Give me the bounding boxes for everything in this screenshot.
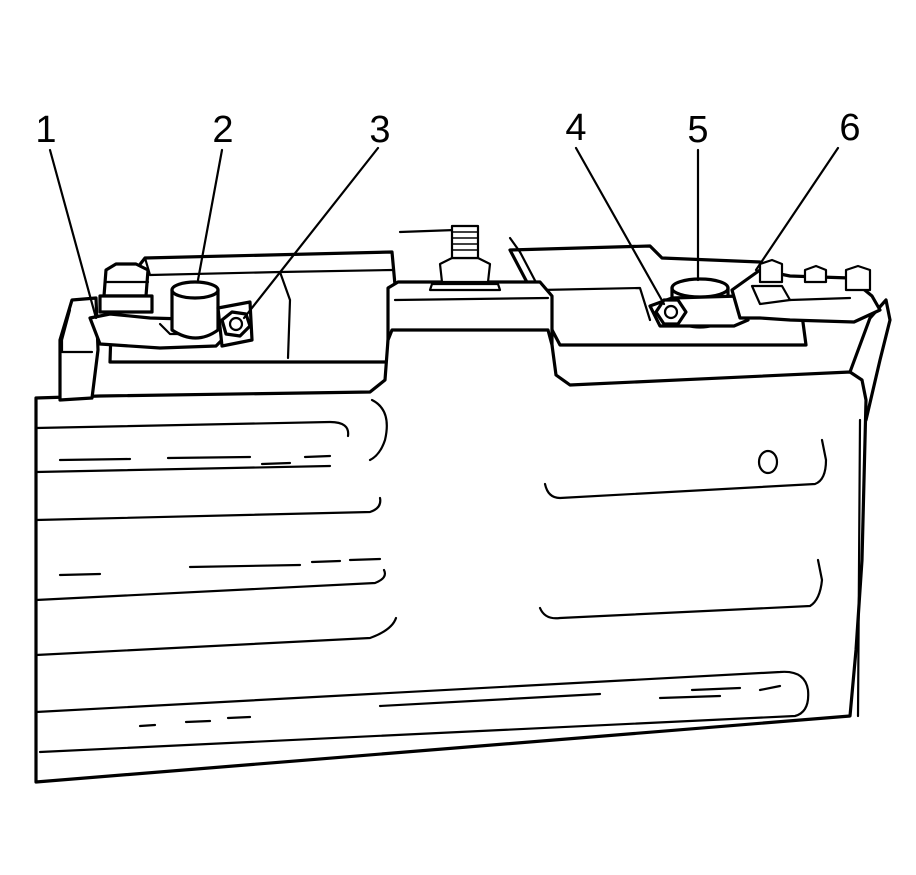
left-terminal-assembly bbox=[58, 262, 254, 402]
callout-2: 2 bbox=[212, 109, 233, 151]
callout-1: 1 bbox=[35, 109, 56, 151]
battery-case bbox=[34, 298, 892, 784]
leader-line-3 bbox=[242, 146, 380, 320]
leader-line-4 bbox=[574, 146, 666, 306]
callout-3: 3 bbox=[369, 109, 390, 151]
leader-line-6 bbox=[754, 146, 840, 272]
leader-line-2 bbox=[196, 148, 224, 282]
leader-line-1 bbox=[48, 148, 98, 320]
right-terminal-assembly bbox=[648, 258, 882, 329]
callout-5: 5 bbox=[687, 109, 708, 151]
callout-6: 6 bbox=[839, 107, 860, 149]
leader-lines bbox=[48, 146, 840, 320]
callout-labels: 1 2 3 4 5 6 bbox=[35, 107, 860, 151]
callout-4: 4 bbox=[565, 107, 586, 149]
